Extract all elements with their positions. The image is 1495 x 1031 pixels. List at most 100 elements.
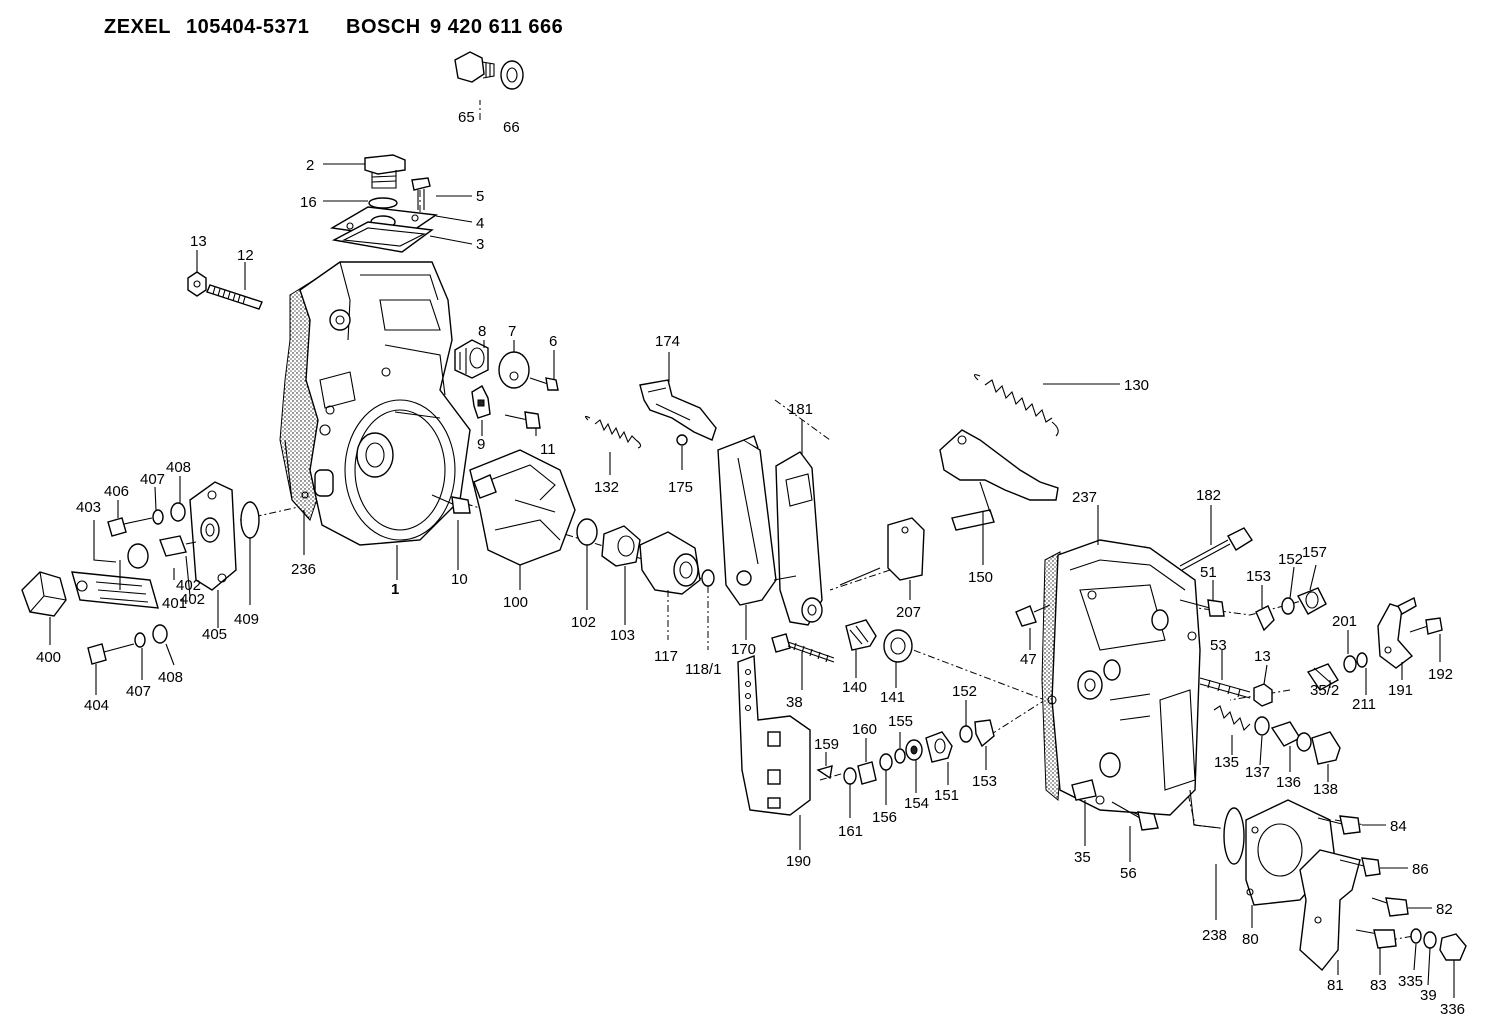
screw-5 — [411, 177, 431, 210]
washer-156 — [879, 753, 893, 771]
label-13-top: 13 — [190, 233, 207, 250]
part-number-labels: 65 66 2 16 5 4 3 13 12 8 7 6 9 11 10 1 2… — [36, 109, 1465, 1018]
bracket-190 — [737, 655, 811, 816]
washer-39 — [1423, 931, 1437, 949]
label-404: 404 — [84, 697, 109, 714]
label-406: 406 — [104, 483, 129, 500]
bracket-81 — [1299, 849, 1361, 972]
label-237: 237 — [1072, 489, 1097, 506]
screw-86 — [1339, 857, 1381, 877]
label-11: 11 — [540, 441, 556, 458]
screw-192 — [1409, 617, 1443, 635]
washer-401 — [127, 543, 149, 569]
label-102: 102 — [571, 614, 596, 631]
washer-408-bottom — [152, 624, 168, 644]
washer-407-bottom — [134, 632, 146, 648]
clip-159 — [816, 765, 833, 780]
sliding-sleeve-117 — [639, 531, 701, 595]
stud-bolt-12 — [206, 284, 263, 310]
label-132: 132 — [594, 479, 619, 496]
label-4: 4 — [476, 215, 484, 232]
o-ring-152-lower — [959, 725, 973, 743]
label-135: 135 — [1214, 754, 1239, 771]
sleeve-103 — [601, 525, 641, 567]
adjusting-screw-38 — [771, 633, 835, 663]
lever-assembly-170 — [717, 435, 777, 606]
bracket-9 — [471, 385, 491, 419]
label-335: 335 — [1398, 973, 1423, 990]
header-brand-bosch: BOSCH — [346, 16, 421, 38]
label-201: 201 — [1332, 613, 1357, 630]
flyweight-assembly-100 — [469, 449, 576, 566]
screw-47 — [1015, 604, 1051, 627]
governor-cover-237 — [1041, 539, 1201, 816]
label-136: 136 — [1276, 774, 1301, 791]
label-81: 81 — [1327, 977, 1344, 994]
label-238: 238 — [1202, 927, 1227, 944]
label-405: 405 — [202, 626, 227, 643]
cap-138 — [1311, 731, 1341, 765]
flange-405 — [189, 481, 237, 591]
lever-150 — [939, 429, 1059, 531]
washer-137 — [1254, 716, 1270, 736]
label-65: 65 — [458, 109, 475, 126]
ring-153-upper — [1255, 605, 1275, 632]
label-12: 12 — [237, 247, 254, 264]
screw-11 — [504, 411, 541, 429]
label-400: 400 — [36, 649, 61, 666]
label-47: 47 — [1020, 651, 1037, 668]
label-207: 207 — [896, 604, 921, 621]
lever-191 — [1377, 596, 1417, 669]
label-137: 137 — [1245, 764, 1270, 781]
label-408-top: 408 — [166, 459, 191, 476]
sleeve-151 — [925, 731, 953, 763]
label-53: 53 — [1210, 637, 1227, 654]
label-192: 192 — [1428, 666, 1453, 683]
label-2: 2 — [306, 157, 314, 174]
label-175: 175 — [668, 479, 693, 496]
label-84: 84 — [1390, 818, 1407, 835]
screw-6 — [529, 377, 559, 391]
label-191: 191 — [1388, 682, 1413, 699]
label-402-b: 402 — [180, 591, 205, 608]
label-151: 151 — [934, 787, 959, 804]
spring-135 — [1213, 705, 1251, 732]
label-35: 35 — [1074, 849, 1091, 866]
ring-153-lower — [974, 719, 995, 748]
screw-53 — [1199, 677, 1251, 699]
washer-408-top — [170, 502, 186, 522]
label-170: 170 — [731, 641, 756, 658]
label-38: 38 — [786, 694, 803, 711]
plug-400 — [21, 571, 67, 617]
washer-335 — [1410, 928, 1422, 944]
screw-83 — [1355, 929, 1397, 949]
label-83: 83 — [1370, 977, 1387, 994]
screw-10 — [431, 494, 471, 514]
leader-lines — [49, 163, 1455, 998]
label-157: 157 — [1302, 544, 1327, 561]
plug-2 — [364, 154, 406, 189]
label-153-lower: 153 — [972, 773, 997, 790]
label-152-upper: 152 — [1278, 551, 1303, 568]
label-402-a: 402 — [176, 577, 201, 594]
washer-155 — [894, 748, 906, 764]
label-156: 156 — [872, 809, 897, 826]
washer-66 — [500, 60, 524, 90]
label-182: 182 — [1196, 487, 1221, 504]
washer-7 — [498, 351, 530, 389]
shim-102 — [576, 518, 598, 546]
spring-130 — [973, 374, 1059, 437]
label-5: 5 — [476, 188, 484, 205]
spacer-160 — [857, 761, 877, 785]
label-8: 8 — [478, 323, 486, 340]
ring-118-1 — [701, 569, 715, 587]
label-409: 409 — [234, 611, 259, 628]
label-190: 190 — [786, 853, 811, 870]
label-80: 80 — [1242, 931, 1259, 948]
screw-84 — [1317, 815, 1361, 835]
label-138: 138 — [1313, 781, 1338, 798]
label-141: 141 — [880, 689, 905, 706]
label-152-lower: 152 — [952, 683, 977, 700]
label-211: 211 — [1352, 696, 1376, 713]
